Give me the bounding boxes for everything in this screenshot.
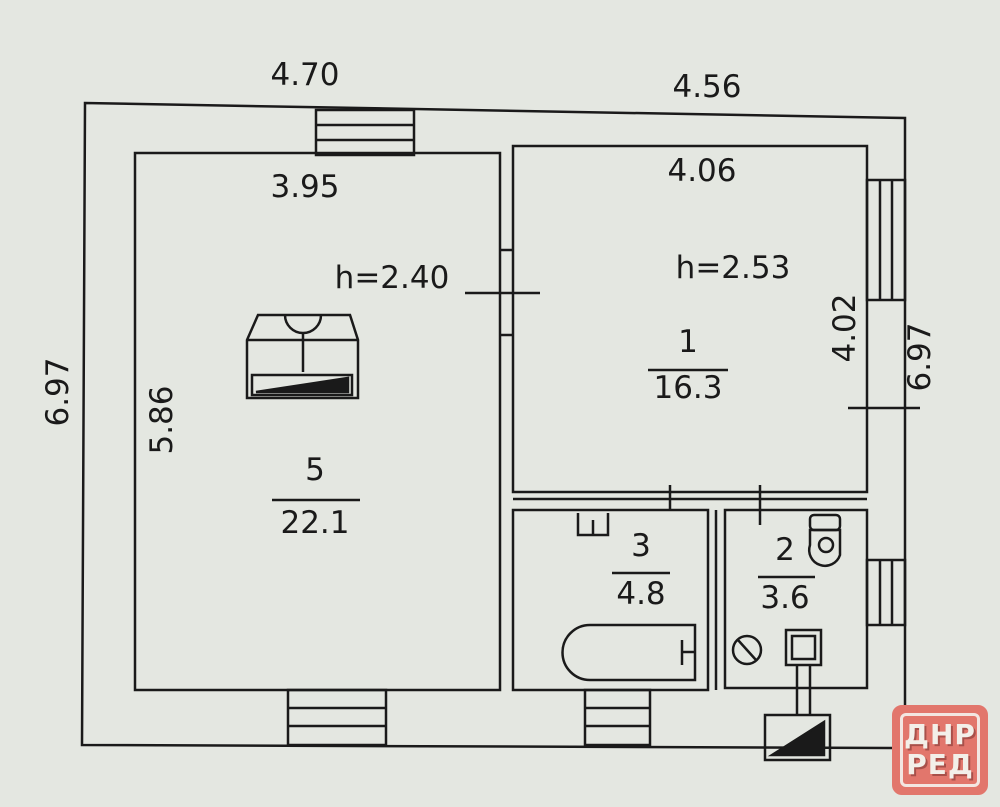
dim-room5-length: 5.86 [144, 385, 180, 454]
dim-room5-width: 3.95 [270, 169, 339, 205]
room-3-outline [511, 508, 710, 692]
window [583, 688, 652, 747]
sink-icon [576, 513, 610, 537]
room-5-outline [133, 151, 502, 692]
outer-wall [80, 101, 907, 750]
dim-right-outer: 6.97 [902, 322, 938, 391]
dim-left-outer: 6.97 [40, 357, 76, 426]
gas-meter-icon [731, 634, 763, 666]
watermark-logo: ДНР РЕД [892, 705, 988, 795]
dim-room1-width: 4.06 [667, 153, 736, 189]
chimney-icon [763, 713, 832, 762]
dim-top-left: 4.70 [270, 57, 339, 93]
room-area: 3.6 [760, 580, 809, 616]
height-right: h=2.53 [676, 250, 791, 286]
logo-line-2: РЕД [906, 748, 974, 781]
room-area: 16.3 [653, 370, 722, 406]
room-area: 4.8 [616, 576, 665, 612]
door-mark [465, 248, 920, 525]
room-number: 5 [305, 452, 325, 488]
logo-line-1: ДНР [904, 718, 976, 751]
window [865, 558, 907, 627]
toilet-icon [808, 513, 842, 568]
window [286, 688, 388, 747]
room-number: 1 [678, 324, 698, 360]
room-1-outline [511, 144, 869, 494]
height-left: h=2.40 [335, 260, 450, 296]
window [314, 108, 416, 157]
bathtub-icon [561, 623, 697, 682]
window [865, 178, 907, 302]
heater-icon [245, 313, 360, 400]
room-number: 2 [775, 532, 795, 568]
room-area: 22.1 [280, 505, 349, 541]
dim-top-right: 4.56 [672, 69, 741, 105]
dim-room1-length: 4.02 [827, 293, 863, 362]
boiler-icon [784, 628, 823, 715]
room-number: 3 [631, 528, 651, 564]
